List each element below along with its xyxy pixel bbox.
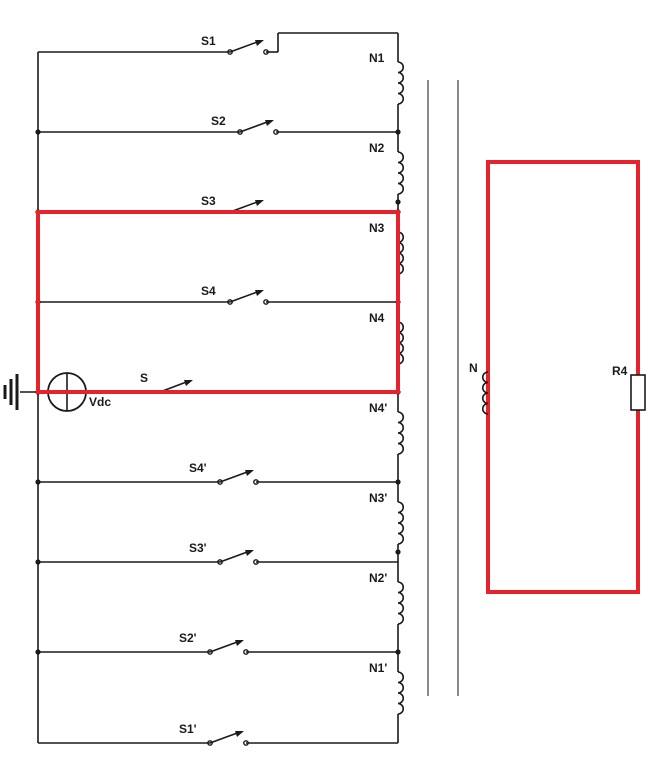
coil-n3-prime <box>397 501 404 545</box>
label-vdc: Vdc <box>89 395 111 409</box>
label-s3: S3 <box>201 194 216 208</box>
label-n1-prime: N1' <box>369 661 387 675</box>
switch-s3-prime <box>217 550 259 565</box>
label-n3: N3 <box>369 221 385 235</box>
label-n: N <box>469 361 478 375</box>
switch-s4-prime <box>217 470 259 485</box>
coil-n1-prime <box>397 671 404 715</box>
switch-s1 <box>227 40 269 55</box>
label-s: S <box>140 371 148 385</box>
switch-s1-prime <box>207 731 249 746</box>
label-s1-prime: S1' <box>179 722 197 736</box>
label-r4: R4 <box>612 364 628 378</box>
switch-s2-prime <box>207 640 249 655</box>
label-n4: N4 <box>369 311 385 325</box>
resistor-r4 <box>630 374 646 411</box>
coil-n <box>482 371 489 415</box>
transformer-core <box>427 80 459 696</box>
switch-s4 <box>227 290 269 305</box>
label-s4: S4 <box>201 284 216 298</box>
label-n2-prime: N2' <box>369 571 387 585</box>
label-s2: S2 <box>211 114 226 128</box>
coil-n2-prime <box>397 581 404 625</box>
label-n4-prime: N4' <box>369 401 387 415</box>
label-n1: N1 <box>369 51 385 65</box>
label-s2-prime: S2' <box>179 631 197 645</box>
label-n3-prime: N3' <box>369 491 387 505</box>
switch-s2 <box>237 120 279 135</box>
label-s3-prime: S3' <box>189 541 207 555</box>
label-n2: N2 <box>369 141 385 155</box>
ground-icon <box>3 374 19 410</box>
label-s1: S1 <box>201 34 216 48</box>
coil-n2 <box>397 151 404 195</box>
coil-n1 <box>397 61 404 105</box>
label-s4-prime: S4' <box>189 461 207 475</box>
coil-n4-prime <box>397 411 404 455</box>
highlight-loop-primary <box>36 210 400 394</box>
